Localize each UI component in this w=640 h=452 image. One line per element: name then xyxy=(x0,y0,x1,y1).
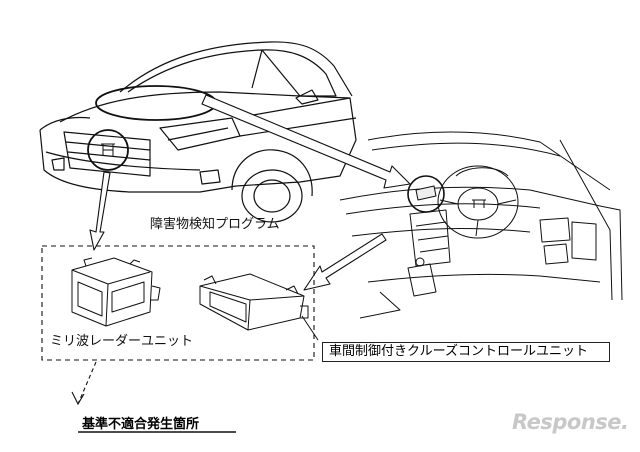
arrow-emblem-to-box xyxy=(89,171,111,251)
arrow-box-to-label xyxy=(77,361,97,405)
unit-group-box xyxy=(41,245,315,361)
radar-unit-illustration xyxy=(71,257,161,327)
arrow-dash-to-cruise xyxy=(303,233,387,291)
arrow-windshield-to-sensor xyxy=(201,94,411,189)
car-illustration xyxy=(39,41,357,223)
cruise-control-unit-label: 車間制御付きクルーズコントロールユニット xyxy=(322,342,610,362)
dashboard-illustration xyxy=(339,131,623,319)
response-watermark: Response. xyxy=(512,410,629,434)
cruise-unit-illustration xyxy=(199,273,319,341)
nonconformity-location-label: 基準不適合発生箇所 xyxy=(82,417,200,432)
obstacle-program-label: 障害物検知プログラム xyxy=(150,217,280,232)
arrows xyxy=(89,94,411,291)
radar-unit-label: ミリ波レーダーユニット xyxy=(50,334,194,349)
